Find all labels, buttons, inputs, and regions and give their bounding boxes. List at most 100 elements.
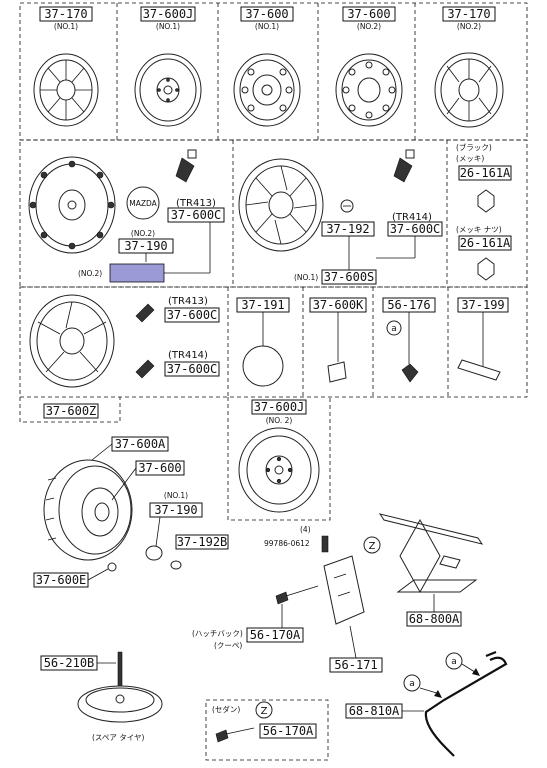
part-26-161a-a: 26-161A	[460, 166, 511, 180]
part-37-600c-d: 37-600C	[167, 362, 218, 376]
label-no1: (NO.1)	[164, 491, 188, 500]
cap-logo-text: MAZDA	[129, 199, 157, 208]
cap-small-icon	[170, 560, 182, 570]
valve-stem-icon	[393, 149, 415, 183]
part-37-600k: 37-600K	[313, 298, 364, 312]
label-coupe: (クーペ)	[214, 641, 242, 650]
part-56-210b: 56-210B	[44, 656, 95, 670]
part-37-600s: 37-600S	[324, 270, 375, 284]
alloy-wheel-icon	[28, 156, 116, 254]
part-37-192b: 37-192B	[177, 535, 228, 549]
wheel-cover-icon	[33, 53, 99, 127]
center-cap-icon	[242, 345, 284, 387]
spare-wheel-icon	[238, 427, 320, 513]
part-37-170-no1: 37-170	[44, 7, 87, 21]
wheel-cover-icon	[434, 52, 504, 128]
marker-z-text: Z	[369, 541, 376, 552]
part-37-600c-c: 37-600C	[167, 308, 218, 322]
label-no2: (NO.2)	[457, 22, 481, 31]
alloy-wheel-icon	[238, 158, 324, 252]
wing-bolt-icon	[215, 727, 255, 743]
label-chrome: (メッキ)	[456, 154, 484, 163]
bolt-icon	[321, 535, 329, 553]
part-56-170a: 56-170A	[250, 628, 301, 642]
valve-stem-icon	[135, 359, 155, 379]
cap-icon	[145, 545, 163, 561]
part-68-810a: 68-810A	[349, 704, 400, 718]
marker-a-text: a	[391, 324, 397, 334]
label-tr414: (TR414)	[168, 350, 208, 361]
part-37-600z: 37-600Z	[46, 404, 97, 418]
part-26-161a-b: 26-161A	[460, 236, 511, 250]
steel-wheel-icon	[233, 53, 301, 127]
highlighted-part-box	[109, 263, 165, 283]
marker-a-text: a	[451, 657, 457, 667]
valve-cap-icon	[107, 562, 117, 572]
valve-stem-icon	[175, 149, 197, 183]
bracket-icon	[457, 359, 501, 381]
lug-wrench-icon	[424, 650, 508, 757]
label-tr413: (TR413)	[176, 198, 216, 209]
part-37-199: 37-199	[461, 298, 504, 312]
cap-icon	[340, 199, 354, 213]
part-37-600c-a: 37-600C	[171, 208, 222, 222]
label-chrome-nut: (メッキ ナツ)	[456, 225, 502, 234]
circle-a-marker	[445, 652, 463, 670]
label-spare-tire: (スペア タイヤ)	[92, 733, 145, 742]
label-no1: (NO.1)	[294, 273, 318, 282]
group-border-wheels-mid	[19, 139, 528, 288]
part-37-190: 37-190	[124, 239, 167, 253]
part-99786-0612: 99786-0612	[264, 539, 310, 548]
part-37-600j-no2: 37-600J	[254, 400, 305, 414]
part-56-176: 56-176	[387, 298, 430, 312]
valve-stem-icon	[135, 303, 155, 323]
part-68-800a: 68-800A	[409, 612, 460, 626]
label-black: (ブラック)	[456, 142, 492, 152]
label-no2: (NO. 2)	[266, 416, 293, 425]
hold-down-bolt-icon	[117, 651, 123, 687]
part-37-190-b: 37-190	[154, 503, 197, 517]
label-no1: (NO.1)	[54, 22, 78, 31]
part-37-600j-no1: 37-600J	[143, 7, 194, 21]
label-hatchback: (ハッチバック)	[192, 629, 243, 638]
label-tr414: (TR414)	[392, 212, 432, 223]
clip-icon	[327, 361, 347, 383]
arrow-icon	[472, 668, 480, 676]
part-56-171: 56-171	[334, 658, 377, 672]
marker-z-text: Z	[261, 706, 268, 717]
hold-down-plate-icon	[77, 685, 163, 723]
circle-z-marker	[255, 701, 273, 719]
label-no2: (NO.2)	[78, 269, 102, 278]
label-no1: (NO.1)	[255, 22, 279, 31]
alloy-wheel-icon	[29, 294, 115, 388]
part-37-600-no2: 37-600	[347, 7, 390, 21]
center-cap-icon: MAZDA	[126, 186, 160, 220]
lug-nut-icon	[477, 257, 495, 281]
alloy-wheel-icon	[335, 53, 403, 127]
label-no2: (NO.2)	[357, 22, 381, 31]
lug-nut-icon	[477, 189, 495, 213]
circle-a-marker	[386, 320, 402, 336]
part-56-170a-b: 56-170A	[263, 724, 314, 738]
steel-wheel-icon	[134, 53, 202, 127]
part-37-170-no2: 37-170	[447, 7, 490, 21]
part-37-192: 37-192	[326, 222, 369, 236]
circle-a-marker	[403, 674, 421, 692]
label-tr413: (TR413)	[168, 296, 208, 307]
wing-bolt-icon	[275, 585, 319, 605]
label-sedan: (セダン)	[212, 704, 240, 714]
hook-icon	[401, 363, 419, 383]
part-37-600: 37-600	[138, 461, 181, 475]
part-37-600e: 37-600E	[36, 573, 87, 587]
label-no2: (NO.2)	[131, 229, 155, 238]
label-qty: (4)	[300, 525, 311, 534]
jack-bracket-icon	[323, 555, 365, 625]
group-border-row3	[19, 286, 528, 398]
circle-z-marker	[363, 536, 381, 554]
arrow-icon	[434, 690, 442, 698]
part-37-600-no1: 37-600	[245, 7, 288, 21]
part-37-600a: 37-600A	[115, 437, 166, 451]
part-37-191: 37-191	[241, 298, 284, 312]
part-37-600c-b: 37-600C	[390, 222, 441, 236]
